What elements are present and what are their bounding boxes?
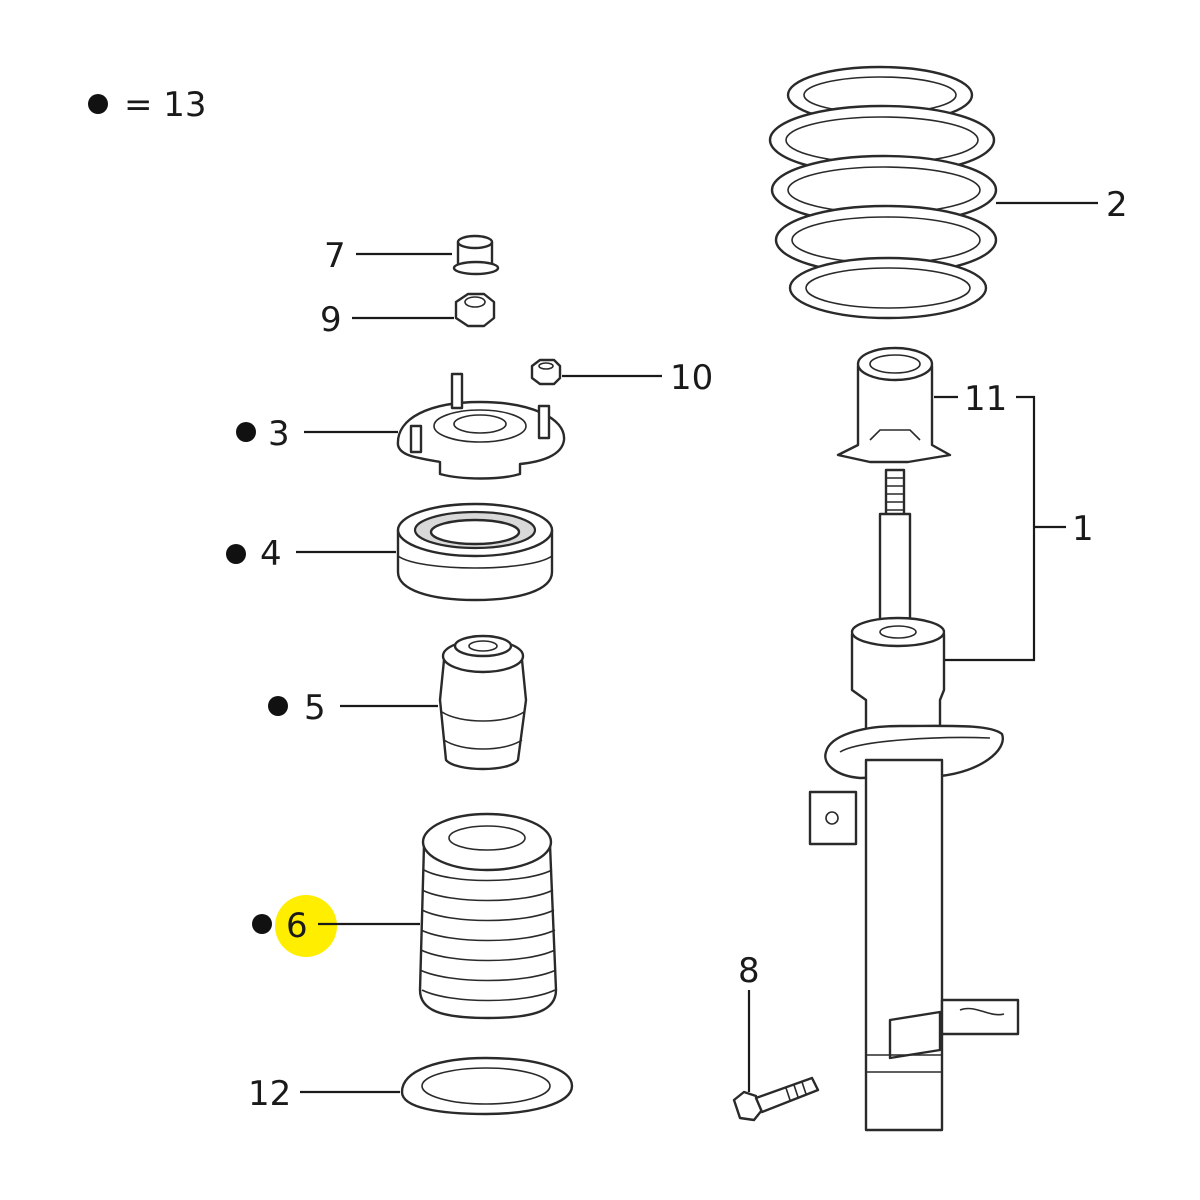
bump-stop [438, 634, 528, 771]
coil-spring [768, 65, 998, 320]
callout-12: 12 [248, 1074, 291, 1114]
strut-bearing [396, 502, 554, 602]
callout-9: 9 [320, 300, 342, 340]
dot-3 [236, 422, 256, 442]
shock-absorber-strut [808, 468, 1020, 1132]
dust-boot [418, 812, 558, 1020]
top-mount [396, 372, 566, 480]
callout-10: 10 [670, 358, 713, 398]
dot-6 [252, 914, 272, 934]
legend-dot [88, 94, 108, 114]
legend: = 13 [88, 85, 207, 125]
legend-text: = 13 [124, 85, 207, 125]
callout-7: 7 [324, 236, 346, 276]
bolt [732, 1076, 820, 1122]
bump-stop-cup [836, 346, 952, 464]
nut-9 [454, 292, 496, 328]
dot-4 [226, 544, 246, 564]
cap [452, 234, 500, 276]
callout-3: 3 [268, 414, 290, 454]
dot-5 [268, 696, 288, 716]
callout-8: 8 [738, 951, 760, 991]
nut-10 [530, 358, 562, 386]
callout-2: 2 [1106, 185, 1128, 225]
highlight-marker [275, 895, 337, 957]
callout-1: 1 [1072, 509, 1094, 549]
callout-4: 4 [260, 534, 282, 574]
callout-6: 6 [286, 906, 308, 946]
callout-11: 11 [964, 379, 1007, 419]
callout-5: 5 [304, 688, 326, 728]
spring-seat [400, 1056, 574, 1116]
bracket-1 [944, 395, 1036, 662]
